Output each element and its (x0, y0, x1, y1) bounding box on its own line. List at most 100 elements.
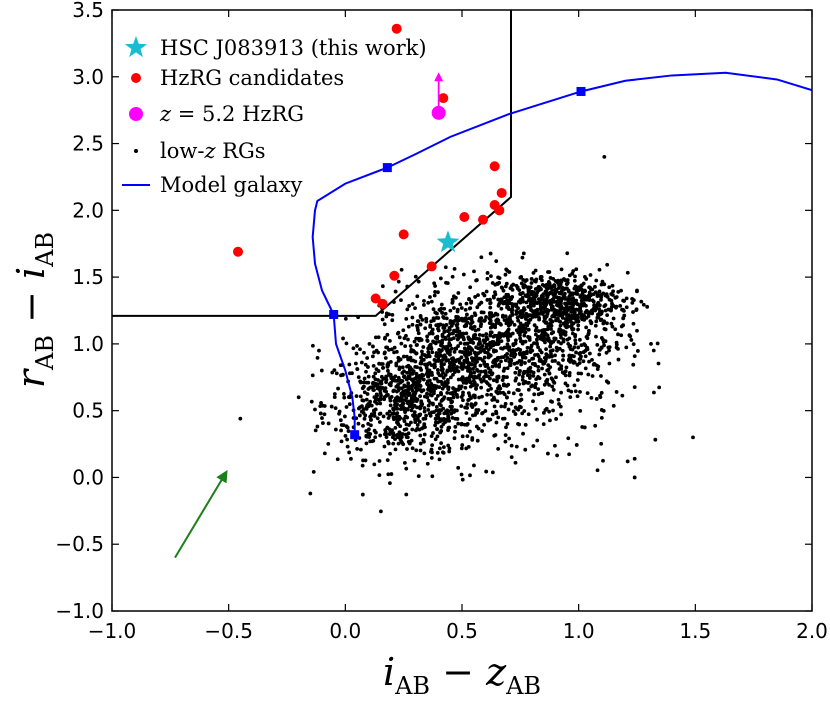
low-z-rg-point (415, 294, 420, 299)
low-z-rg-point (418, 313, 423, 318)
low-z-rg-point (410, 302, 415, 306)
low-z-rg-point (369, 414, 374, 418)
low-z-rg-point (567, 373, 572, 378)
low-z-rg-point (431, 339, 435, 344)
low-z-rg-point (389, 380, 393, 385)
low-z-rg-point (463, 307, 468, 312)
low-z-rg-point (486, 388, 491, 393)
low-z-rg-point (309, 399, 314, 404)
low-z-rg-point (313, 407, 317, 412)
low-z-rg-point (378, 388, 382, 393)
low-z-rg-point (394, 349, 399, 354)
low-z-rg-point (616, 347, 620, 351)
low-z-rg-point (552, 380, 557, 385)
low-z-rg-point (579, 354, 583, 359)
low-z-rg-point (543, 299, 548, 304)
low-z-rg-point (429, 363, 434, 368)
low-z-rg-point (587, 290, 592, 295)
x-axis-label-sep: − (430, 650, 486, 694)
low-z-rg-point (473, 333, 478, 337)
low-z-rg-point (559, 267, 564, 272)
low-z-rg-point (396, 397, 401, 401)
low-z-rg-point (414, 375, 419, 379)
low-z-rg-point (632, 475, 637, 480)
low-z-rg-point (464, 355, 469, 360)
low-z-rg-point (361, 398, 366, 403)
low-z-rg-point (463, 405, 468, 410)
low-z-rg-point (383, 335, 387, 340)
low-z-rg-point (447, 341, 452, 346)
low-z-rg-point (502, 416, 507, 421)
low-z-rg-point (482, 319, 487, 323)
low-z-rg-point (535, 438, 540, 443)
low-z-rg-point (351, 346, 356, 351)
low-z-rg-point (558, 282, 563, 287)
low-z-rg-point (444, 316, 449, 321)
low-z-rg-point (470, 437, 475, 442)
low-z-rg-point (430, 331, 435, 336)
low-z-rg-point (465, 402, 470, 407)
low-z-rg-point (455, 322, 460, 327)
low-z-rg-point (414, 428, 418, 433)
low-z-rg-point (425, 461, 430, 466)
low-z-rg-point (588, 319, 593, 324)
low-z-rg-point (578, 337, 582, 342)
low-z-rg-point (490, 470, 495, 475)
low-z-rg-point (572, 316, 577, 321)
low-z-rg-point (417, 419, 422, 424)
low-z-rg-point (431, 307, 436, 312)
low-z-rg-point (379, 509, 383, 514)
low-z-rg-point (503, 284, 508, 289)
low-z-rg-point (549, 327, 553, 331)
low-z-rg-point (432, 384, 437, 389)
low-z-rg-point (624, 296, 629, 301)
low-z-rg-point (432, 391, 436, 396)
low-z-rg-point (369, 385, 373, 390)
low-z-rg-point (649, 341, 653, 346)
low-z-rg-point (510, 287, 515, 292)
low-z-rg-point (392, 399, 397, 404)
low-z-rg-point (361, 407, 366, 412)
low-z-rg-point (378, 433, 383, 438)
low-z-rg-point (431, 318, 436, 323)
low-z-rg-point (407, 304, 411, 308)
low-z-rg-point (448, 308, 453, 313)
low-z-rg-point (468, 429, 472, 434)
low-z-rg-point (488, 330, 493, 335)
low-z-rg-point (549, 331, 554, 336)
low-z-rg-point (517, 310, 522, 315)
low-z-rg-point (450, 404, 454, 409)
low-z-rg-point (371, 344, 375, 349)
low-z-rg-point (587, 351, 592, 356)
low-z-rg-point (466, 397, 471, 402)
low-z-rg-point (460, 367, 465, 371)
low-z-rg-point (326, 421, 331, 426)
low-z-rg-point (465, 434, 470, 439)
low-z-rg-point (523, 447, 528, 452)
low-z-rg-point (479, 300, 484, 305)
low-z-rg-point (439, 392, 444, 397)
model-galaxy-marker (576, 86, 586, 96)
low-z-rg-point (575, 362, 580, 367)
low-z-rg-point (464, 381, 469, 385)
low-z-rg-point (550, 359, 555, 363)
low-z-rg-point (614, 305, 618, 310)
low-z-rg-point (505, 335, 510, 340)
x-tick-label: 2.0 (796, 619, 828, 643)
low-z-rg-point (496, 446, 501, 451)
low-z-rg-point (531, 444, 536, 448)
low-z-rg-point (415, 397, 420, 402)
low-z-rg-point (529, 313, 534, 318)
low-z-rg-point (404, 316, 409, 321)
low-z-rg-point (520, 315, 524, 319)
low-z-rg-point (631, 310, 635, 314)
low-z-rg-point (573, 341, 578, 346)
low-z-rg-point (513, 412, 518, 416)
low-z-rg-point (484, 289, 489, 294)
low-z-rg-point (518, 321, 523, 326)
low-z-rg-point (421, 377, 426, 382)
low-z-rg-point (358, 394, 363, 399)
low-z-rg-point (437, 339, 442, 344)
low-z-rg-point (557, 402, 561, 406)
low-z-rg-point (504, 383, 509, 388)
